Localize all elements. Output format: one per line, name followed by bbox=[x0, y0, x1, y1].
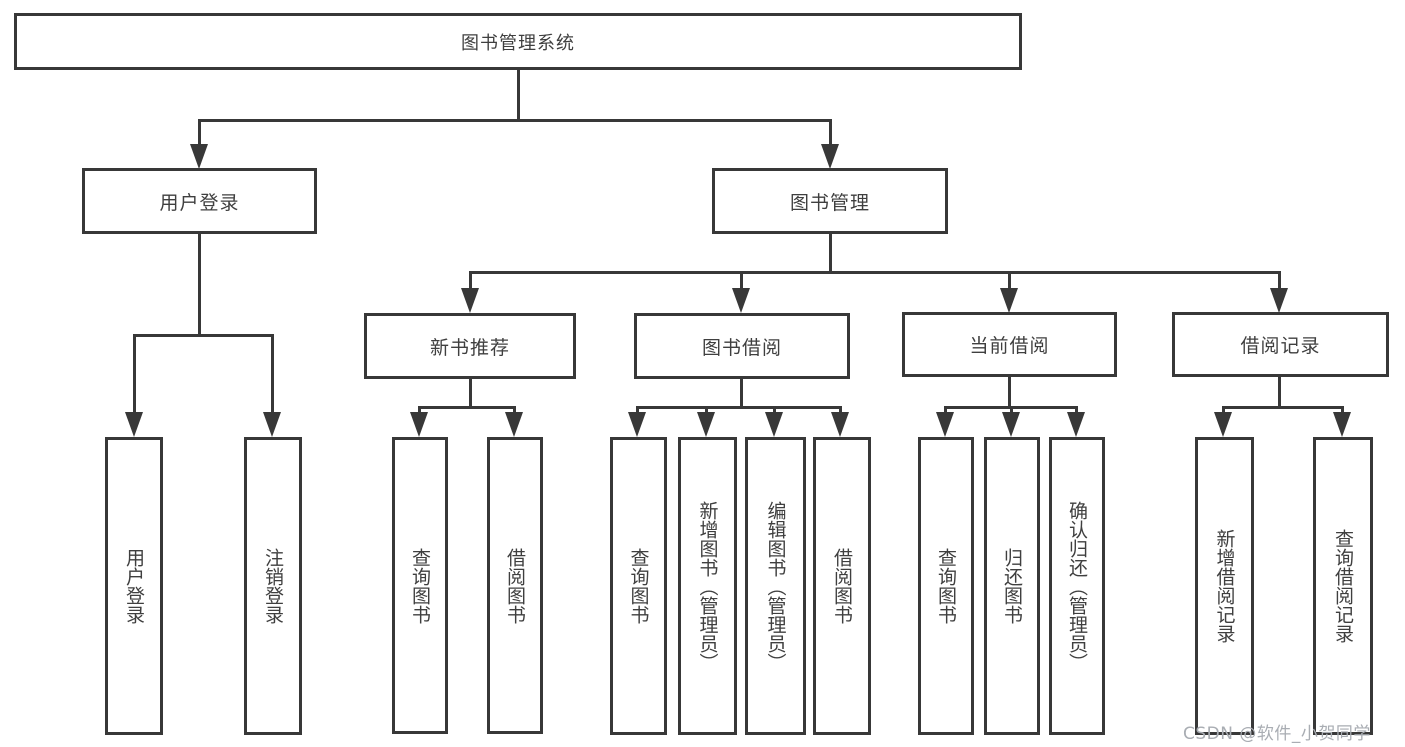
node-book-management: 图书管理 bbox=[712, 168, 948, 234]
node-library-management-system: 图书管理系统 bbox=[14, 13, 1022, 70]
connector-root-stem bbox=[517, 70, 520, 120]
arrowhead-down-icon bbox=[697, 412, 715, 437]
connector-user-login-bar bbox=[133, 334, 274, 337]
leaf-query-books: 查询图书 bbox=[392, 437, 448, 734]
leaf-label: 查询图书 bbox=[409, 547, 431, 624]
connector-drop bbox=[1010, 406, 1013, 415]
arrowhead-down-icon bbox=[190, 144, 208, 169]
leaf-label: 借阅图书 bbox=[504, 547, 526, 624]
leaf-return-books: 归还图书 bbox=[984, 437, 1040, 735]
connector-book-mgmt-bar bbox=[469, 271, 1281, 274]
leaf-borrow-books: 借阅图书 bbox=[813, 437, 871, 735]
connector-drop bbox=[773, 406, 776, 415]
arrowhead-down-icon bbox=[1067, 412, 1085, 437]
connector-bar bbox=[418, 406, 516, 409]
arrowhead-down-icon bbox=[765, 412, 783, 437]
arrowhead-down-icon bbox=[936, 412, 954, 437]
leaf-label: 确认归还（管理员） bbox=[1066, 500, 1088, 672]
arrowhead-down-icon bbox=[821, 144, 839, 169]
arrowhead-down-icon bbox=[1000, 288, 1018, 313]
connector-drop bbox=[944, 406, 947, 415]
node-label: 用户登录 bbox=[159, 191, 240, 214]
connector-drop bbox=[1341, 406, 1344, 415]
leaf-label: 查询借阅记录 bbox=[1332, 529, 1354, 643]
csdn-watermark: CSDN @软件_小贺同学 bbox=[1183, 724, 1371, 744]
node-user-login: 用户登录 bbox=[82, 168, 317, 234]
connector-drop bbox=[1008, 271, 1011, 289]
arrowhead-down-icon bbox=[1002, 412, 1020, 437]
leaf-label: 新增图书（管理员） bbox=[696, 500, 719, 672]
connector-bar bbox=[636, 406, 842, 409]
leaf-add-books-admin: 新增图书（管理员） bbox=[678, 437, 737, 735]
connector-drop bbox=[271, 334, 274, 413]
node-label: 图书管理系统 bbox=[461, 32, 575, 54]
arrowhead-down-icon bbox=[1333, 412, 1351, 437]
leaf-edit-books-admin: 编辑图书（管理员） bbox=[745, 437, 806, 735]
node-label: 图书管理 bbox=[789, 191, 870, 214]
arrowhead-down-icon bbox=[831, 412, 849, 437]
connector-stem bbox=[740, 379, 743, 409]
node-label: 图书借阅 bbox=[701, 336, 782, 359]
leaf-label: 新增借阅记录 bbox=[1213, 529, 1236, 643]
leaf-user-login: 用户登录 bbox=[105, 437, 163, 735]
leaf-label: 借阅图书 bbox=[831, 548, 853, 624]
leaf-query-books: 查询图书 bbox=[918, 437, 974, 735]
arrowhead-down-icon bbox=[628, 412, 646, 437]
connector-drop bbox=[133, 334, 136, 413]
connector-drop bbox=[198, 119, 201, 145]
connector-drop bbox=[740, 271, 743, 289]
connector-bar bbox=[1222, 406, 1344, 409]
node-borrowing-records: 借阅记录 bbox=[1172, 312, 1389, 377]
leaf-label: 编辑图书（管理员） bbox=[764, 500, 787, 672]
arrowhead-down-icon bbox=[461, 288, 479, 313]
connector-drop bbox=[1075, 406, 1078, 415]
arrowhead-down-icon bbox=[125, 412, 143, 437]
node-book-borrowing: 图书借阅 bbox=[634, 313, 850, 379]
arrowhead-down-icon bbox=[732, 288, 750, 313]
connector-book-mgmt-stem bbox=[829, 234, 832, 274]
node-new-book-recommendation: 新书推荐 bbox=[364, 313, 576, 379]
connector-drop bbox=[839, 406, 842, 415]
leaf-query-borrow-record: 查询借阅记录 bbox=[1313, 437, 1373, 735]
leaf-confirm-return-admin: 确认归还（管理员） bbox=[1049, 437, 1105, 735]
leaf-add-borrow-record: 新增借阅记录 bbox=[1195, 437, 1254, 735]
leaf-label: 用户登录 bbox=[123, 548, 145, 624]
arrowhead-down-icon bbox=[263, 412, 281, 437]
connector-drop bbox=[1278, 271, 1281, 289]
arrowhead-down-icon bbox=[410, 412, 428, 437]
connector-stem bbox=[1008, 377, 1011, 409]
connector-drop bbox=[636, 406, 639, 415]
leaf-label: 查询图书 bbox=[627, 548, 650, 624]
connector-stem bbox=[469, 379, 472, 409]
connector-drop bbox=[705, 406, 708, 415]
node-current-borrowing: 当前借阅 bbox=[902, 312, 1117, 377]
connector-drop bbox=[1222, 406, 1225, 415]
leaf-query-books: 查询图书 bbox=[610, 437, 667, 735]
node-label: 当前借阅 bbox=[969, 335, 1050, 357]
leaf-label: 查询图书 bbox=[935, 548, 957, 624]
connector-drop bbox=[829, 119, 832, 145]
node-label: 借阅记录 bbox=[1240, 335, 1321, 357]
connector-drop bbox=[418, 406, 421, 415]
node-label: 新书推荐 bbox=[429, 336, 510, 359]
connector-stem bbox=[1278, 377, 1281, 409]
arrowhead-down-icon bbox=[505, 412, 523, 437]
connector-drop bbox=[469, 271, 472, 289]
connector-drop bbox=[513, 406, 516, 415]
leaf-logout: 注销登录 bbox=[244, 437, 302, 735]
arrowhead-down-icon bbox=[1270, 288, 1288, 313]
leaf-label: 归还图书 bbox=[1001, 548, 1023, 624]
connector-user-login-stem bbox=[198, 234, 201, 335]
connector-root-bar bbox=[198, 119, 831, 122]
leaf-borrow-books: 借阅图书 bbox=[487, 437, 543, 734]
leaf-label: 注销登录 bbox=[262, 548, 284, 624]
arrowhead-down-icon bbox=[1214, 412, 1232, 437]
